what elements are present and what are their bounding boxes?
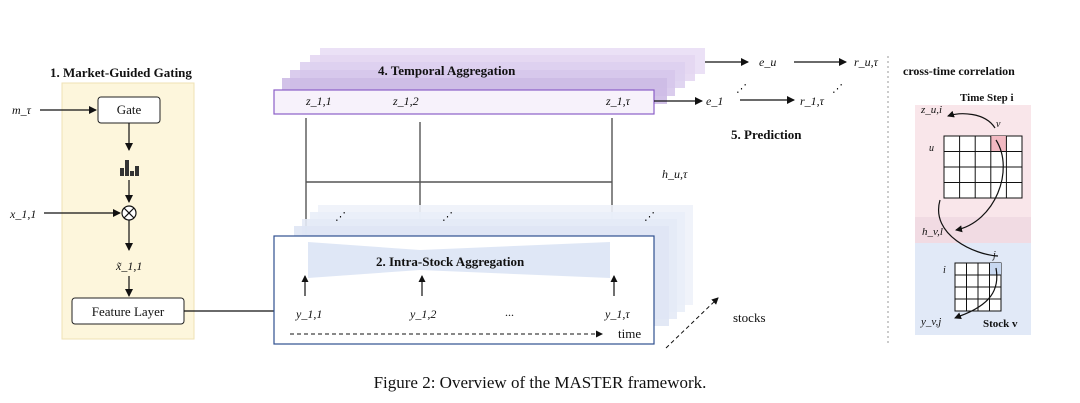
y-label-tau: y_1,τ xyxy=(604,307,630,321)
y-vj-label: y_v,j xyxy=(920,316,941,328)
intra-title: 2. Intra-Stock Aggregation xyxy=(376,254,525,269)
stocks-axis-arrow xyxy=(665,297,719,349)
h-vl-label: h_v,l xyxy=(922,226,943,238)
figure-caption: Figure 2: Overview of the MASTER framewo… xyxy=(374,373,707,392)
attention-grid-top xyxy=(943,135,1023,199)
cross-time-divider-band xyxy=(915,217,1031,243)
stocks-label: stocks xyxy=(733,310,766,325)
r1-label: r_1,τ xyxy=(800,94,825,108)
h-u-tau-label: h_u,τ xyxy=(662,167,688,181)
v-label: v xyxy=(996,119,1001,130)
attention-flow-curve-3 xyxy=(937,199,999,257)
prediction-title: 5. Prediction xyxy=(731,127,802,142)
attention-flow-curve-4 xyxy=(954,267,998,320)
gate-weights-icon xyxy=(120,160,139,176)
temporal-title: 4. Temporal Aggregation xyxy=(378,63,516,78)
ru-label: r_u,τ xyxy=(854,55,879,69)
cross-time-title: cross-time correlation xyxy=(903,64,1015,78)
layer-dots-2: ⋰ xyxy=(442,211,453,223)
feature-layer-label: Feature Layer xyxy=(92,304,165,319)
z-label-2: z_1,2 xyxy=(392,94,419,108)
input-x: x_1,1 xyxy=(9,207,36,221)
layer-dots-3: ⋰ xyxy=(644,211,655,223)
time-label: time xyxy=(618,326,641,341)
prediction-dots-1: ⋰ xyxy=(736,83,747,95)
y-label-1: y_1,1 xyxy=(295,307,322,321)
input-m-tau: m_τ xyxy=(12,103,32,117)
y-label-2: y_1,2 xyxy=(409,307,436,321)
attention-flow-curve-2 xyxy=(955,139,1004,233)
attention-grid-bottom xyxy=(954,262,1002,312)
attention-flow-curve-1 xyxy=(947,110,996,129)
j-label: j xyxy=(991,250,996,261)
prediction-dots-2: ⋰ xyxy=(832,83,843,95)
e1-label: e_1 xyxy=(706,94,723,108)
intra-attention-band xyxy=(308,242,610,278)
z-label-tau: z_1,τ xyxy=(605,94,631,108)
gating-title: 1. Market-Guided Gating xyxy=(50,65,192,80)
eu-label: e_u xyxy=(759,55,776,69)
u-label: u xyxy=(929,143,934,154)
x-tilde-label: x̃_1,1 xyxy=(115,259,142,273)
z-label-1: z_1,1 xyxy=(305,94,332,108)
temporal-front-layer xyxy=(273,89,655,115)
multiply-icon xyxy=(121,205,137,221)
z-ui-label: z_u,i xyxy=(920,104,942,116)
stock-v-label: Stock v xyxy=(983,318,1018,330)
i-label: i xyxy=(943,265,946,276)
gate-label: Gate xyxy=(117,102,142,117)
time-step-label: Time Step i xyxy=(960,92,1014,104)
y-label-ellipsis: ... xyxy=(505,305,514,319)
layer-dots-1: ⋰ xyxy=(335,211,346,223)
